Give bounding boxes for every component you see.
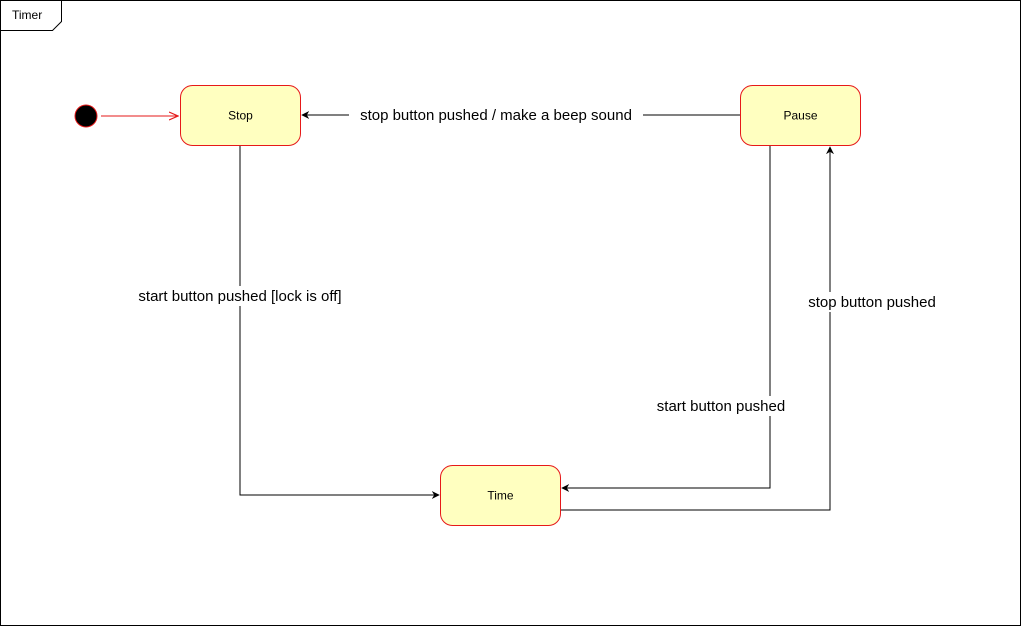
state-time[interactable]: Time — [440, 465, 561, 526]
state-pause-box — [740, 85, 861, 146]
edge-stop-to-time — [239, 145, 440, 499]
state-stop-label: Stop — [228, 109, 253, 123]
state-time-box — [440, 465, 561, 526]
label-stop-to-time: start button pushed [lock is off] — [138, 288, 341, 305]
label-pause-to-stop: stop button pushed / make a beep sound — [360, 107, 632, 124]
transition-stop-to-time[interactable] — [239, 145, 440, 499]
label-pause-to-time: start button pushed — [657, 398, 785, 415]
initial-state[interactable] — [74, 104, 178, 128]
state-stop-box — [180, 85, 301, 146]
state-pause-label: Pause — [783, 109, 817, 123]
state-pause[interactable]: Pause — [740, 85, 861, 146]
frame-title: Timer — [12, 8, 42, 22]
edge-pause-to-time — [561, 145, 771, 492]
edge-time-to-pause — [560, 146, 834, 511]
transition-time-to-pause[interactable] — [560, 146, 834, 511]
label-group-pause-to-stop: stop button pushed / make a beep sound — [349, 105, 643, 125]
transition-pause-to-time[interactable] — [561, 145, 771, 492]
label-group-pause-to-time: start button pushed — [650, 396, 792, 416]
state-time-label: Time — [487, 489, 514, 503]
frame-tab — [0, 0, 62, 31]
initial-state-dot — [74, 104, 98, 128]
label-time-to-pause: stop button pushed — [808, 294, 936, 311]
label-group-stop-to-time: start button pushed [lock is off] — [129, 286, 351, 306]
state-stop[interactable]: Stop — [180, 85, 301, 146]
label-group-time-to-pause: stop button pushed — [801, 292, 943, 312]
